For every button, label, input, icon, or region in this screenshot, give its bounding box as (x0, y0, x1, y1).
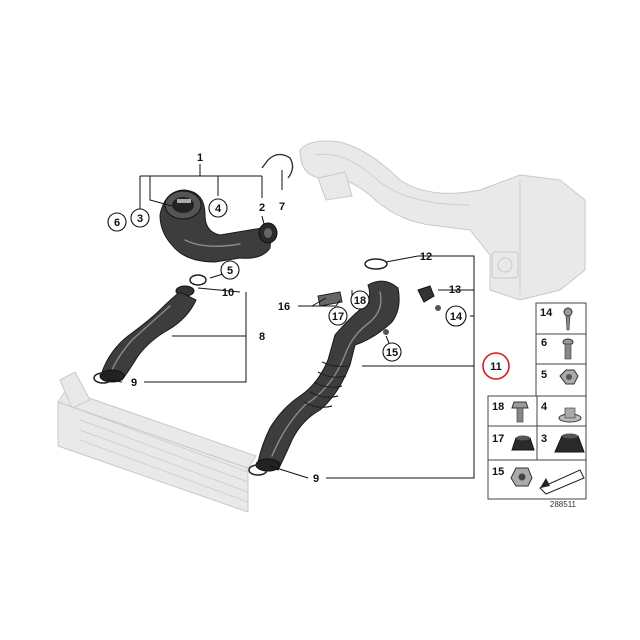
seal-ring-part-9-left (93, 372, 113, 384)
callout-10: 10 (222, 287, 234, 299)
rubber-mount-icon (554, 433, 585, 453)
callout-circle-14: 14 (445, 305, 467, 327)
callout-circle-18: 18 (350, 290, 370, 310)
legend-15: 15 (492, 466, 504, 478)
bracket-part-16 (317, 291, 343, 307)
charge-hose-part-11 (255, 280, 400, 472)
callout-3: 3 (137, 213, 143, 225)
callout-12: 12 (420, 251, 432, 263)
intercooler-ghost (57, 371, 257, 513)
legend-3: 3 (541, 433, 547, 445)
air-intake-ghost (299, 140, 586, 301)
o-ring-part-5 (189, 274, 207, 286)
legend-18: 18 (492, 401, 504, 413)
callout-9-left: 9 (131, 377, 137, 389)
callout-6: 6 (114, 217, 120, 229)
leader-lines (107, 164, 475, 479)
callout-18: 18 (354, 295, 366, 307)
legend-17: 17 (492, 433, 504, 445)
arrow-icon (539, 469, 585, 495)
bolt-part-14 (435, 305, 441, 311)
seal-ring-part-9-right (248, 464, 268, 476)
callout-13: 13 (449, 284, 461, 296)
callout-15: 15 (386, 347, 398, 359)
spring-clip-part-7 (261, 153, 294, 179)
spacer-icon (558, 407, 582, 423)
callout-2: 2 (259, 202, 265, 214)
callout-circle-3: 3 (130, 208, 150, 228)
bolt-icon (562, 338, 574, 360)
rubber-grommet-icon (511, 435, 535, 451)
hex-bolt-icon (511, 401, 529, 423)
legend-4: 4 (541, 401, 548, 413)
legend-14: 14 (540, 307, 553, 319)
screw-icon (563, 307, 573, 331)
small-parts-legend: 14 6 5 18 4 17 3 (487, 302, 587, 500)
callout-9-right: 9 (313, 473, 319, 485)
callout-circle-17: 17 (328, 306, 348, 326)
sensor-part-13 (417, 285, 435, 303)
callout-circle-6: 6 (107, 212, 127, 232)
legend-5: 5 (541, 369, 547, 381)
legend-6: 6 (541, 337, 547, 349)
collar-nut-icon (510, 467, 533, 487)
callout-14: 14 (450, 311, 463, 323)
callout-17: 17 (332, 311, 344, 323)
callout-5: 5 (227, 265, 233, 277)
bolt-part-15 (383, 329, 389, 335)
nut-icon (559, 369, 579, 385)
diagram-number: 288511 (550, 500, 577, 509)
callout-7: 7 (279, 201, 285, 213)
seal-ring-part-12 (364, 258, 388, 270)
callout-8: 8 (259, 331, 265, 343)
callout-circle-5: 5 (220, 260, 240, 280)
hose-clamp-part-2 (258, 222, 278, 244)
callout-4: 4 (215, 203, 222, 215)
callout-circle-11-highlighted: 11 (482, 352, 510, 380)
callout-1: 1 (197, 152, 203, 164)
callout-16: 16 (278, 301, 290, 313)
callout-circle-15: 15 (382, 342, 402, 362)
charge-hose-part-8 (99, 291, 197, 383)
callout-11: 11 (490, 361, 502, 373)
callout-circle-4: 4 (208, 198, 228, 218)
